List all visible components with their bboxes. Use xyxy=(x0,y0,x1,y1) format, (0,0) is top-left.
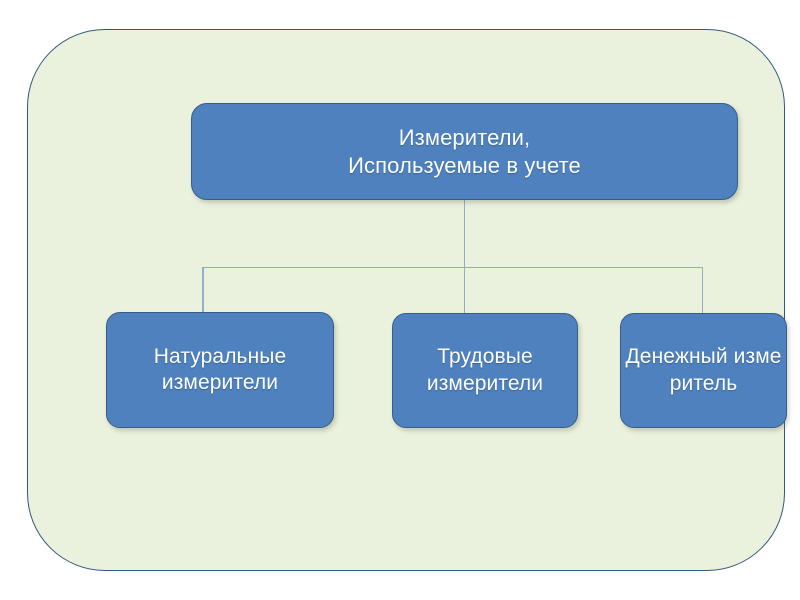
node-natural-measures[interactable]: Натуральные измерители xyxy=(106,312,334,428)
connector-drop-labor xyxy=(463,266,466,313)
node-monetary-measure[interactable]: Денежный измеритель xyxy=(620,313,787,428)
node-root-measures[interactable]: Измерители, Используемые в учете xyxy=(191,103,738,200)
connector-root-to-bus xyxy=(463,200,466,268)
diagram-panel: Измерители, Используемые в учете Натурал… xyxy=(27,29,787,571)
node-labor-measures[interactable]: Трудовые измерители xyxy=(392,313,578,428)
connector-drop-natural xyxy=(202,266,204,313)
connector-drop-monetary xyxy=(701,266,704,313)
connector-horizontal-bus xyxy=(202,266,703,269)
